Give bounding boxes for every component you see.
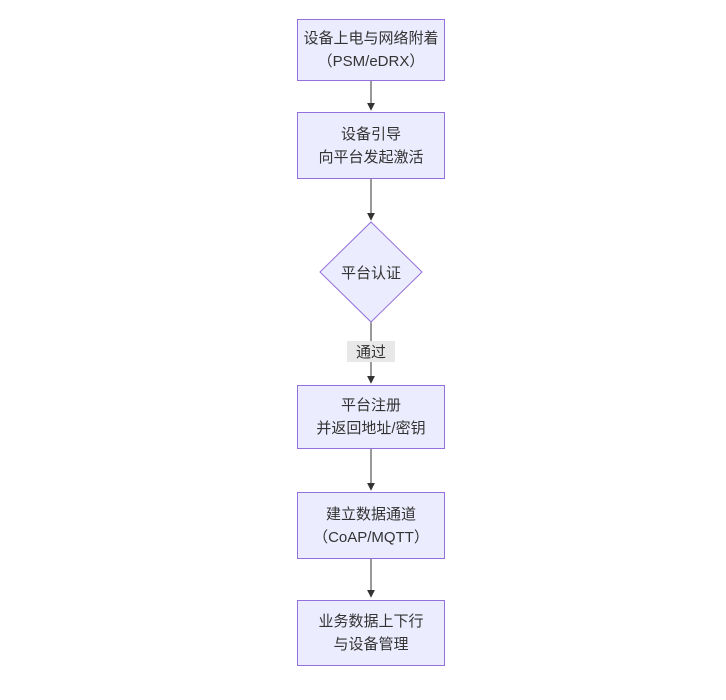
node-business-data: 业务数据上下行 与设备管理 <box>297 600 445 666</box>
node-label-line: 并返回地址/密钥 <box>316 420 426 437</box>
node-label-line: 平台注册 <box>340 397 401 414</box>
node-device-power-network-attach: 设备上电与网络附着 （PSM/eDRX） <box>297 19 445 81</box>
node-data-channel: 建立数据通道 （CoAP/MQTT） <box>297 492 445 559</box>
node-label-line: 向平台发起激活 <box>318 148 424 166</box>
node-label-line: （CoAP/MQTT） <box>313 528 429 546</box>
node-platform-register: 平台注册 并返回地址/密钥 <box>297 385 445 449</box>
node-label-line: 建立数据通道 <box>325 505 416 523</box>
diamond-shape <box>319 221 423 323</box>
node-label-line: 设备引导 <box>340 125 401 143</box>
decision-label: 平台认证 <box>340 264 401 282</box>
node-label-line: 与设备管理 <box>333 636 409 653</box>
decision-platform-auth: 平台认证 <box>319 221 423 323</box>
node-label-line: （PSM/eDRX） <box>317 53 425 70</box>
edge-label-pass: 通过 <box>347 341 395 362</box>
node-label-line: 设备上电与网络附着 <box>303 30 439 47</box>
node-device-bootstrap: 设备引导 向平台发起激活 <box>297 112 445 179</box>
node-label-line: 业务数据上下行 <box>318 613 424 630</box>
